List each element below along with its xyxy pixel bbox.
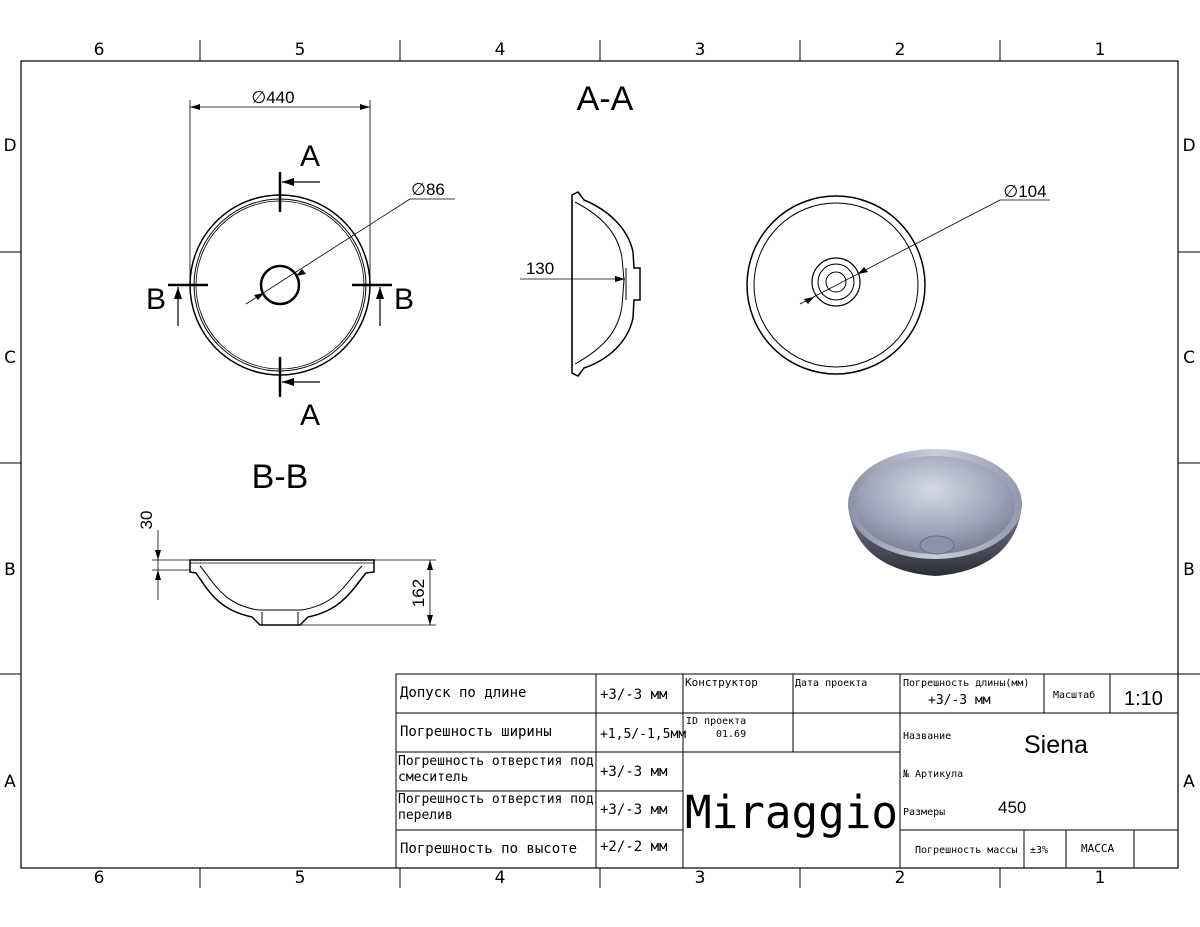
cut-label-b-left: B [146,283,166,316]
zone-row-left: D [3,136,16,156]
zone-col-top: 4 [495,40,506,60]
section-bb-view: B-B 30 162 [137,458,436,626]
size-value: 450 [998,798,1026,817]
zone-col-bottom: 6 [94,868,105,888]
zone-col-bottom: 1 [1095,868,1106,888]
inner-rim-circle [753,202,919,368]
section-bb-title: B-B [252,458,309,496]
zone-col-top: 3 [695,40,706,60]
tol-label-width: Погрешность ширины [400,724,552,740]
section-aa-view: A-A 130 [520,80,641,377]
zone-col-bottom: 3 [695,868,706,888]
inner-rim-circle [193,198,367,372]
cut-label-b-right: B [394,283,414,316]
dim-rim-30: 30 [137,511,156,530]
article-label: № Артикула [903,769,963,780]
tol-value-width: +1,5/-1,5мм [600,727,686,742]
zone-col-bottom: 4 [495,868,506,888]
dim-diameter-86: ∅86 [411,180,445,199]
drain-inner-circle [817,263,855,301]
zone-row-right: A [1183,772,1195,792]
zone-row-left: C [4,348,16,368]
inner-rim-circle [195,200,365,370]
outer-rim-circle [746,195,926,375]
top-view [168,100,455,397]
zone-row-right: C [1183,348,1195,368]
title-block-text: Допуск по длине +3/-3 мм Погрешность шир… [398,676,1163,857]
tol-label-overflow-hole: Погрешность отверстия под перелив [398,792,594,823]
mass-tol-label: Погрешность массы [915,845,1017,856]
drain-render [919,535,955,555]
name-value: Siena [1024,731,1088,759]
mass-tol-value: ±3% [1030,845,1048,856]
brand-logo: Miraggio [685,786,898,839]
tol-label-height: Погрешность по высоте [400,841,577,857]
mass-label: МАССА [1081,842,1114,855]
dim-height-162: 162 [409,579,428,607]
tol-label-length: Допуск по длине [400,685,526,701]
tol-value-mixer-hole: +3/-3 мм [600,764,668,780]
designer-label: Конструктор [685,676,758,689]
dim-diameter-104: ∅104 [1003,182,1046,201]
cut-label-a-bottom: A [300,399,320,432]
tol-value-overflow-hole: +3/-3 мм [600,802,668,818]
tol-value-length: +3/-3 мм [600,687,668,703]
cut-label-a-top: A [300,140,320,173]
zone-col-top: 2 [895,40,906,60]
zone-ticks [0,40,1200,888]
drain-core-circle [825,271,847,293]
zone-col-bottom: 2 [895,868,906,888]
project-id-value: 01.69 [716,729,746,740]
zone-col-top: 1 [1095,40,1106,60]
zone-labels: 6 5 4 3 2 1 6 5 4 3 2 1 D C B A D C B A [3,40,1195,888]
section-aa-title: A-A [577,80,634,118]
length-tol-label: Погрешность длины(мм) [903,678,1029,689]
zone-row-right: B [1183,560,1195,580]
length-tol-value: +3/-3 мм [928,693,991,708]
zone-col-bottom: 5 [295,868,306,888]
scale-value: 1:10 [1124,688,1163,710]
title-block-grid [395,673,1179,869]
dim-height-130: 130 [526,259,554,278]
zone-col-top: 6 [94,40,105,60]
tol-label-mixer-hole: Погрешность отверстия под смеситель [398,754,594,785]
zone-row-right: D [1182,136,1195,156]
scale-label: Масштаб [1053,689,1095,701]
bowl-3d-render [848,449,1022,576]
zone-row-left: A [4,772,16,792]
tol-value-height: +2/-2 мм [600,839,668,855]
bottom-view: ∅104 [746,182,1050,375]
project-id-label: ID проекта [686,716,746,727]
drain-outer-circle [811,257,861,307]
zone-row-left: B [4,560,16,580]
zone-col-top: 5 [295,40,306,60]
size-label: Размеры [903,807,945,818]
top-view-labels: ∅440 ∅86 A A B B [146,88,445,432]
name-label: Название [903,731,951,742]
drain-hole-circle [259,264,301,306]
date-label: Дата проекта [795,678,867,689]
dim-diameter-440: ∅440 [251,88,294,107]
outer-rim-circle [189,194,371,376]
